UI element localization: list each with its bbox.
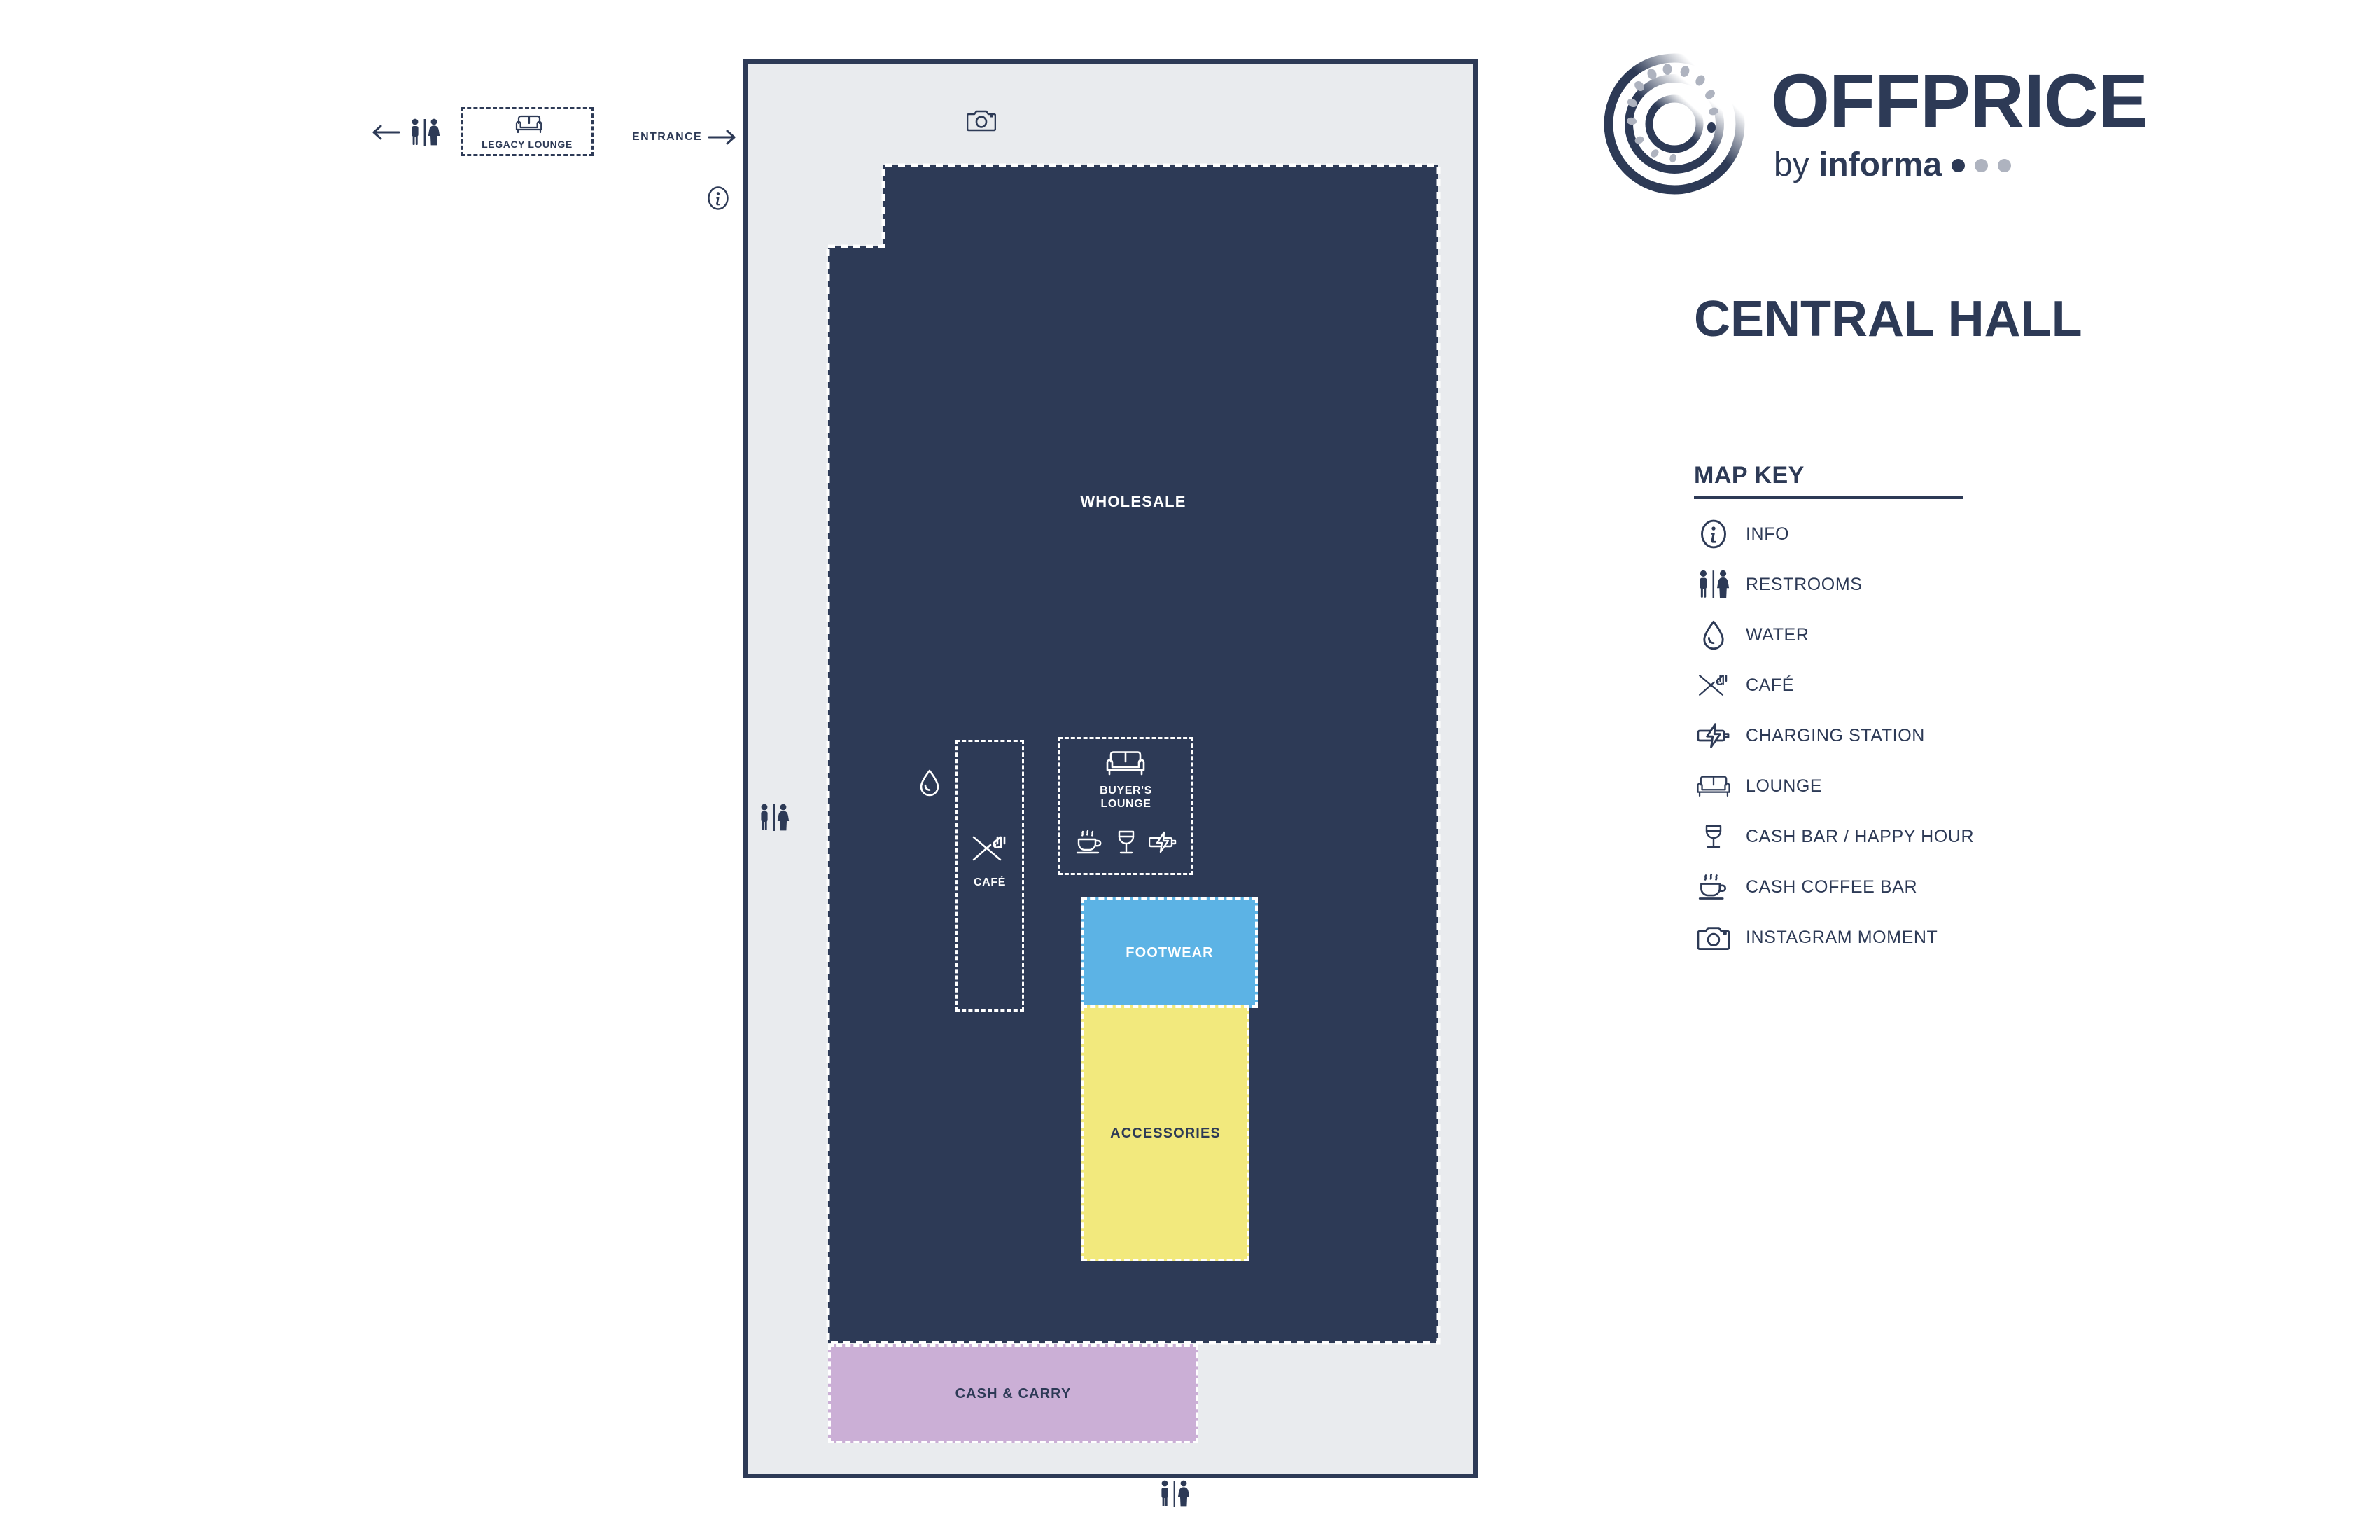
zone-footwear: FOOTWEAR [1082,897,1258,1008]
arrow-right-icon [708,130,737,145]
cafe-utensils-icon [969,833,1010,864]
coffee-cup-icon [1694,870,1733,904]
map-key-label-instagram-moment: INSTAGRAM MOMENT [1746,927,1938,947]
camera-icon [966,106,997,133]
zone-cash-and-carry: CASH & CARRY [828,1344,1198,1443]
entrance-text: ENTRANCE [632,131,703,143]
wine-glass-icon [1694,820,1733,853]
info-icon [707,186,729,211]
map-key-title: MAP KEY [1694,462,1805,489]
brand-dot-3 [1998,158,2012,172]
buyers-lounge-box [1058,737,1194,875]
page-title: CENTRAL HALL [1694,291,2082,347]
info-panel: OFFPRICE by informa CENTRAL HALL MAP KEY… [1575,0,2380,1540]
zone-wholesale-label: WHOLESALE [1080,493,1186,510]
wine-glass-icon [1112,830,1140,855]
restrooms-icon [758,803,790,831]
map-key-label-cafe: CAFÉ [1746,675,1795,695]
map-key-label-lounge: LOUNGE [1746,776,1823,796]
water-drop-icon [1694,618,1733,652]
charging-battery-icon [1694,719,1733,752]
cafe-utensils-icon [1694,668,1733,702]
arrow-left-icon [371,125,400,140]
brand-dot-1 [1952,158,1966,172]
lounge-sofa-icon [1105,748,1147,778]
brand-byline-strong: informa [1819,146,1942,183]
map-key-label-cash-coffee-bar: CASH COFFEE BAR [1746,876,1918,897]
coffee-cup-icon [1076,830,1104,855]
buyers-lounge-amenity-icons [1058,830,1194,855]
lounge-sofa-icon [514,113,544,134]
info-icon [1694,517,1733,551]
map-key-row-charging-station: CHARGING STATION [1694,710,1974,761]
zone-accessories-label: ACCESSORIES [1110,1125,1221,1141]
floorplan-map: LEGACY LOUNGE ENTRANCE WHOLESALE [371,59,1478,1508]
map-key-divider [1694,496,1963,499]
brand-wordmark: OFFPRICE by informa [1771,49,2148,182]
restroom-direction-cluster [371,118,441,147]
map-key-label-cash-bar: CASH BAR / HAPPY HOUR [1746,826,1975,846]
map-key-row-water: WATER [1694,610,1974,660]
brand-byline-prefix: by [1774,146,1819,183]
map-key-row-restrooms: RESTROOMS [1694,559,1974,610]
map-key-row-cash-bar: CASH BAR / HAPPY HOUR [1694,811,1974,862]
restrooms-icon [1694,568,1733,601]
brand-byline: by informa [1774,148,1942,182]
legacy-lounge-box [461,107,594,156]
map-key-row-cash-coffee-bar: CASH COFFEE BAR [1694,862,1974,912]
cafe-box [955,740,1024,1011]
buyers-lounge-label: BUYER'S LOUNGE [1058,784,1194,811]
brand-dot-2 [1975,158,1989,172]
brand-byline-row: by informa [1771,148,2148,182]
map-key-label-water: WATER [1746,624,1809,645]
map-key-row-info: INFO [1694,509,1974,559]
zone-footwear-label: FOOTWEAR [1126,944,1214,960]
buyers-lounge-label-line2: LOUNGE [1100,798,1152,810]
offprice-circular-logo-icon [1600,49,1750,200]
lounge-sofa-icon [1694,769,1733,803]
charging-battery-icon [1148,830,1177,855]
map-key-label-restrooms: RESTROOMS [1746,574,1863,594]
map-key-label-charging-station: CHARGING STATION [1746,725,1925,746]
cafe-label: CAFÉ [974,876,1006,888]
legacy-lounge-label: LEGACY LOUNGE [482,139,573,150]
restrooms-icon [409,118,441,147]
map-key-row-cafe: CAFÉ [1694,660,1974,710]
restrooms-icon [1158,1479,1191,1508]
buyers-lounge-label-line1: BUYER'S [1100,785,1152,797]
map-key-row-instagram-moment: INSTAGRAM MOMENT [1694,912,1974,962]
entrance-label: ENTRANCE [632,130,737,145]
brand-name: OFFPRICE [1771,58,2148,143]
map-key-row-lounge: LOUNGE [1694,761,1974,811]
water-drop-icon [918,769,941,797]
map-key-label-info: INFO [1746,524,1790,544]
camera-icon [1694,920,1733,954]
zone-accessories: ACCESSORIES [1082,1005,1250,1261]
brand-header: OFFPRICE by informa [1600,49,2148,200]
zone-cash-and-carry-label: CASH & CARRY [955,1385,1072,1401]
map-key: MAP KEY INFO RESTROOMS [1694,462,1974,962]
